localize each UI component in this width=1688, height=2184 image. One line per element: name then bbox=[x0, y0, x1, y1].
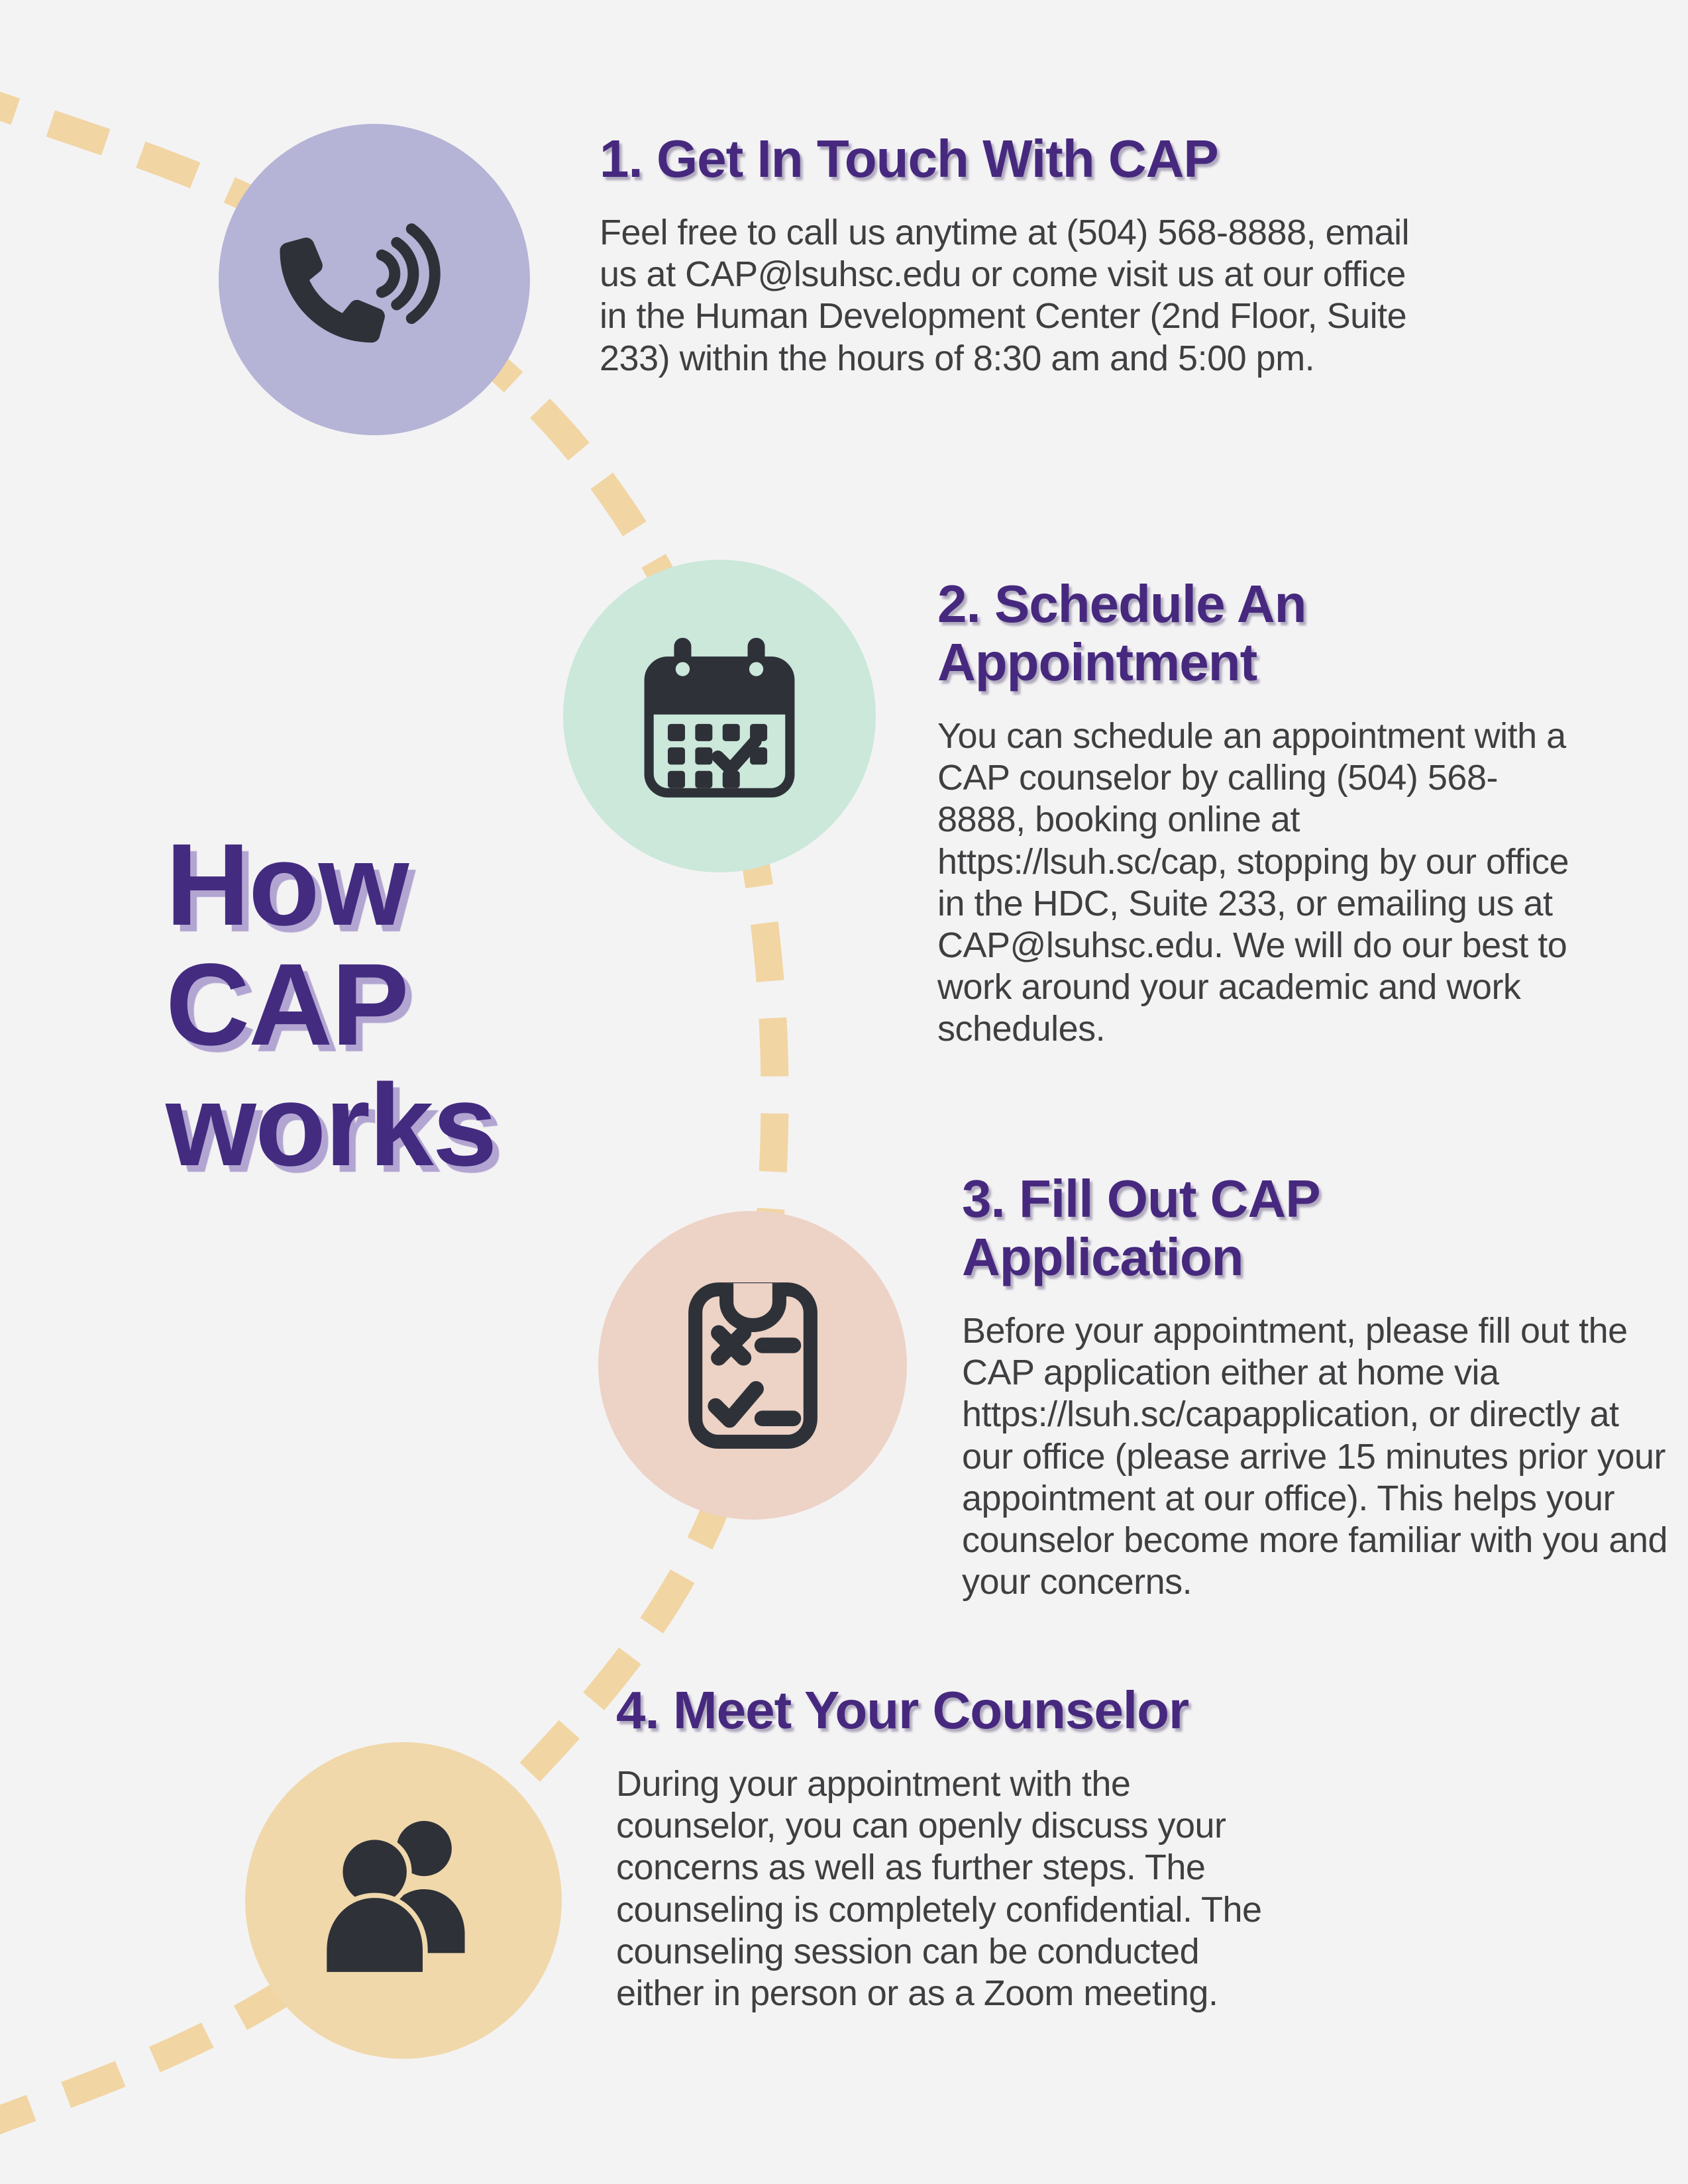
step-3-heading: 3. Fill Out CAP Application bbox=[962, 1169, 1320, 1286]
step-1-heading: 1. Get In Touch With CAP bbox=[600, 129, 1219, 188]
step-2-circle bbox=[563, 560, 876, 872]
step-2-heading: 2. Schedule An Appointment bbox=[937, 574, 1307, 692]
step-1-circle bbox=[219, 124, 530, 435]
step-1-body: Feel free to call us anytime at (504) 56… bbox=[600, 213, 1410, 378]
step-1: 1. Get In Touch With CAP Feel free to ca… bbox=[600, 130, 1421, 380]
calendar-icon bbox=[633, 630, 806, 802]
people-icon bbox=[309, 1806, 498, 1995]
page-title: How CAP works bbox=[166, 820, 498, 1190]
step-4: 4. Meet Your Counselor During your appoi… bbox=[616, 1681, 1285, 2014]
page-title-line: How bbox=[166, 820, 409, 950]
page-title-line: works bbox=[166, 1060, 498, 1190]
step-4-heading: 4. Meet Your Counselor bbox=[616, 1681, 1189, 1740]
page-title-line: CAP bbox=[166, 940, 409, 1070]
step-4-body: During your appointment with the counsel… bbox=[616, 1764, 1262, 2013]
step-3: 3. Fill Out CAP Application Before your … bbox=[962, 1170, 1677, 1603]
step-3-body: Before your appointment, please fill out… bbox=[962, 1311, 1668, 1602]
step-2-body: You can schedule an appointment with a C… bbox=[937, 716, 1569, 1049]
phone-icon bbox=[275, 205, 474, 354]
step-4-circle bbox=[245, 1742, 562, 2059]
step-2: 2. Schedule An Appointment You can sched… bbox=[937, 575, 1573, 1050]
step-3-circle bbox=[598, 1211, 907, 1520]
clipboard-checklist-icon bbox=[675, 1269, 831, 1462]
